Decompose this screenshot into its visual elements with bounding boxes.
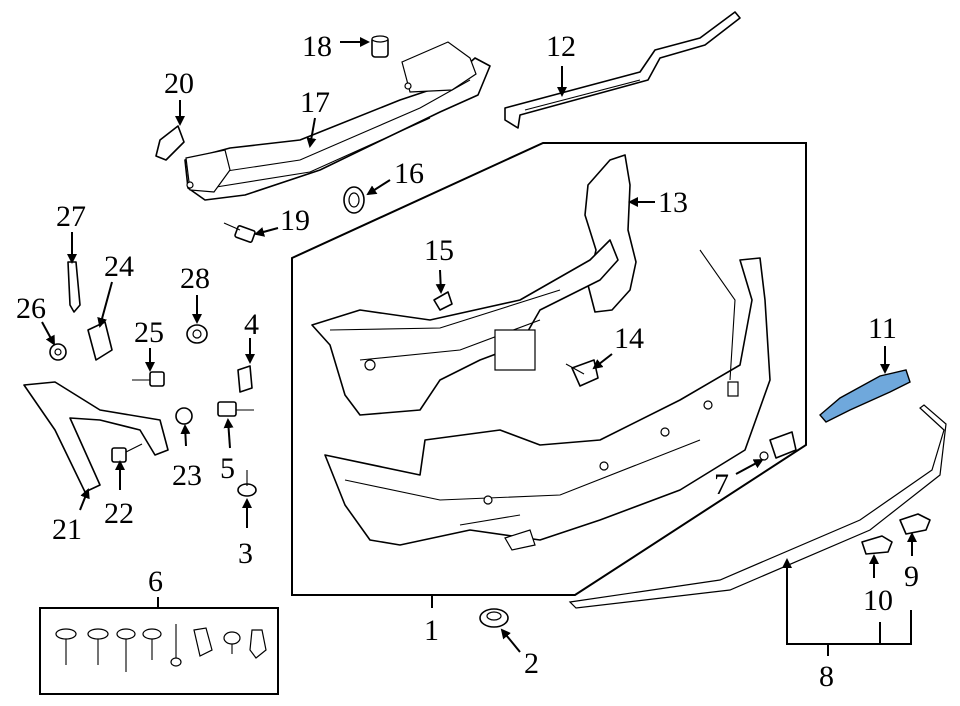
callout-27: 27 bbox=[56, 200, 86, 233]
clip-9 bbox=[899, 513, 931, 535]
callout-22: 22 bbox=[104, 497, 134, 530]
callout-13: 13 bbox=[658, 186, 688, 219]
callout-15: 15 bbox=[424, 234, 454, 267]
grommet-28 bbox=[186, 324, 208, 344]
leader-lines bbox=[41, 37, 917, 656]
nut-23 bbox=[175, 407, 193, 425]
callout-4: 4 bbox=[244, 308, 259, 341]
reflector-11 bbox=[819, 369, 911, 423]
callout-24: 24 bbox=[104, 250, 134, 283]
callout-17: 17 bbox=[300, 86, 330, 119]
bracket-21 bbox=[23, 381, 169, 493]
callout-20: 20 bbox=[164, 67, 194, 100]
callout-25: 25 bbox=[134, 316, 164, 349]
side-bracket-13 bbox=[584, 154, 637, 313]
callout-3: 3 bbox=[238, 537, 253, 570]
hardware-box-6 bbox=[39, 607, 279, 695]
upper-bracket-strip bbox=[504, 11, 741, 129]
callout-14: 14 bbox=[614, 322, 644, 355]
callout-18: 18 bbox=[302, 30, 332, 63]
reinforcement-beam bbox=[184, 41, 491, 201]
grommet-2 bbox=[479, 608, 509, 628]
callout-2: 2 bbox=[524, 647, 539, 680]
bumper-cover-group-frame bbox=[291, 142, 807, 596]
callout-28: 28 bbox=[180, 262, 210, 295]
callout-16: 16 bbox=[394, 157, 424, 190]
tow-hook-cap bbox=[155, 125, 185, 161]
callout-23: 23 bbox=[172, 459, 202, 492]
callout-labels: 1 2 3 4 5 6 7 8 9 10 11 12 13 14 15 16 1… bbox=[16, 30, 919, 693]
nut-26 bbox=[49, 343, 67, 361]
callout-5: 5 bbox=[220, 452, 235, 485]
callout-19: 19 bbox=[280, 204, 310, 237]
push-nut-18 bbox=[371, 35, 389, 58]
hardware-set-6 bbox=[55, 624, 267, 672]
retainer-24 bbox=[87, 321, 113, 361]
clip-4 bbox=[237, 365, 253, 393]
callout-26: 26 bbox=[16, 292, 46, 325]
callout-6: 6 bbox=[148, 565, 163, 598]
screw-3 bbox=[237, 470, 257, 497]
clip-15 bbox=[433, 291, 453, 311]
callout-7: 7 bbox=[714, 468, 729, 501]
bolt-22 bbox=[111, 443, 143, 463]
callout-9: 9 bbox=[904, 560, 919, 593]
bolt-5 bbox=[217, 401, 254, 417]
sensor-7 bbox=[759, 431, 797, 461]
callout-12: 12 bbox=[546, 30, 576, 63]
clip-10 bbox=[861, 535, 893, 555]
callout-1: 1 bbox=[424, 614, 439, 647]
bumper-cover bbox=[324, 249, 771, 551]
callout-10: 10 bbox=[863, 584, 893, 617]
clip-27 bbox=[67, 261, 81, 313]
lower-molding-8 bbox=[568, 404, 947, 609]
energy-absorber bbox=[311, 239, 619, 416]
bolt-19 bbox=[223, 222, 256, 243]
grommet-16 bbox=[343, 186, 365, 214]
bracket-clip-14 bbox=[565, 359, 599, 387]
callout-8: 8 bbox=[819, 660, 834, 693]
callout-21: 21 bbox=[52, 513, 82, 546]
bolt-25 bbox=[132, 371, 165, 387]
callout-11: 11 bbox=[868, 312, 897, 345]
